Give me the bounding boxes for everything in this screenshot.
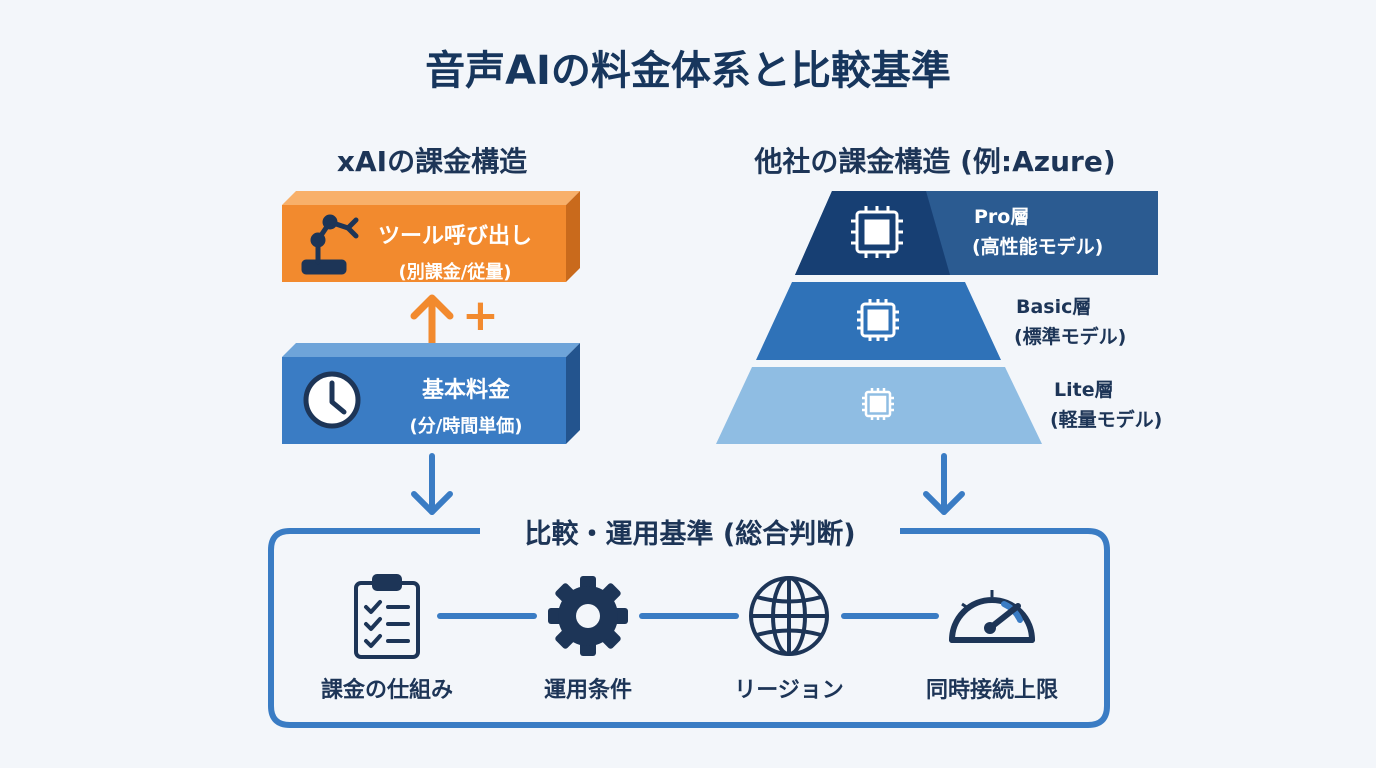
criteria-frame	[268, 528, 1110, 728]
tier-basic: Basic層 (標準モデル)	[1014, 292, 1126, 352]
tier-pro-desc: (高性能モデル)	[972, 236, 1104, 258]
clock-icon	[303, 371, 361, 429]
basic-chip-icon	[857, 299, 899, 341]
tier-pro: Pro層 (高性能モデル)	[972, 202, 1103, 262]
right-down-arrow-icon	[923, 453, 965, 515]
plus-sign: +	[462, 290, 499, 341]
tier-lite: Lite層 (軽量モデル)	[1050, 375, 1162, 435]
tier-basic-desc: (標準モデル)	[1014, 326, 1127, 348]
left-down-arrow-icon	[411, 453, 453, 515]
pro-chip-icon	[851, 206, 903, 258]
criteria-operation-label: 運用条件	[543, 678, 632, 703]
page-title: 音声AIの料金体系と比較基準	[425, 48, 951, 94]
clipboard-checklist-icon	[354, 574, 420, 659]
criteria-region-label: リージョン	[734, 678, 844, 703]
left-heading: xAIの課金構造	[336, 145, 528, 178]
tool-box-label: ツール呼び出し	[377, 224, 532, 249]
right-heading: 他社の課金構造 (例:Azure)	[754, 145, 1116, 178]
tier-basic-name: Basic層	[1016, 296, 1092, 318]
tier-lite-name: Lite層	[1054, 379, 1114, 401]
base-fee-box	[282, 343, 580, 444]
speedometer-icon	[949, 590, 1035, 643]
tool-box-text: ツール呼び出し (別課金/従量)	[350, 218, 560, 284]
up-arrow-icon	[410, 294, 454, 354]
criteria-concurrency-label: 同時接続上限	[925, 678, 1058, 703]
gear-icon	[548, 576, 628, 656]
robot-arm-icon	[301, 214, 359, 275]
tier-lite-desc: (軽量モデル)	[1050, 409, 1163, 431]
base-box-sublabel: (分/時間単価)	[409, 416, 523, 437]
base-box-text: 基本料金 (分/時間単価)	[366, 372, 566, 438]
base-box-label: 基本料金	[421, 378, 510, 403]
tier-pro-name: Pro層	[974, 206, 1030, 228]
lite-chip-icon	[862, 388, 894, 420]
criteria-billing-label: 課金の仕組み	[320, 678, 453, 703]
globe-icon	[749, 576, 829, 656]
tool-box-sublabel: (別課金/従量)	[398, 262, 512, 283]
criteria-heading: 比較・運用基準 (総合判断)	[480, 512, 900, 551]
